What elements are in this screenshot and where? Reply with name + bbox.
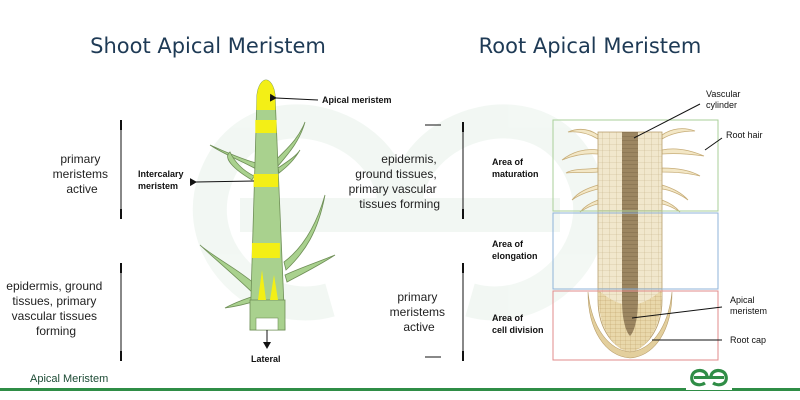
area-elongation-label: Area of elongation — [492, 239, 538, 261]
footer-line — [0, 388, 800, 391]
lateral-label: Lateral — [251, 354, 281, 364]
area-division-box — [552, 290, 719, 361]
vascular-label: Vascular cylinder — [706, 89, 743, 110]
intercalary-label-line1: Intercalary — [138, 169, 184, 179]
gfg-logo-icon — [686, 364, 732, 390]
root-hair-label: Root hair — [726, 130, 763, 140]
root-title: Root Apical Meristem — [479, 34, 702, 58]
shoot-title: Shoot Apical Meristem — [90, 34, 326, 58]
vascular-pointer — [633, 103, 701, 139]
apical-pointer — [269, 93, 319, 102]
area-elongation-box — [552, 212, 719, 290]
apical-root-pointer — [631, 306, 723, 319]
root-illustration — [561, 128, 705, 359]
area-maturation-label: Area of maturation — [492, 157, 539, 179]
shoot-note-top: primary meristems active — [53, 152, 112, 196]
root-cap-label: Root cap — [730, 335, 766, 345]
footer-caption: Apical Meristem — [30, 373, 109, 385]
intercalary-label-line2: meristem — [138, 181, 178, 191]
shoot-note-bottom: epidermis, ground tissues, primary vascu… — [6, 279, 105, 338]
root-apical-label: Apical meristem — [730, 295, 767, 316]
shoot-illustration — [199, 79, 336, 349]
footer-bar — [0, 370, 800, 389]
root-hair-pointer — [704, 137, 723, 151]
area-maturation-box — [552, 119, 719, 212]
shoot-apical-label: Apical meristem — [322, 95, 392, 105]
root-note-bottom: primary meristems active — [390, 290, 449, 334]
intercalary-pointer — [189, 178, 255, 187]
area-division-label: Area of cell division — [492, 313, 544, 335]
root-note-top: epidermis, ground tissues, primary vascu… — [349, 152, 440, 211]
